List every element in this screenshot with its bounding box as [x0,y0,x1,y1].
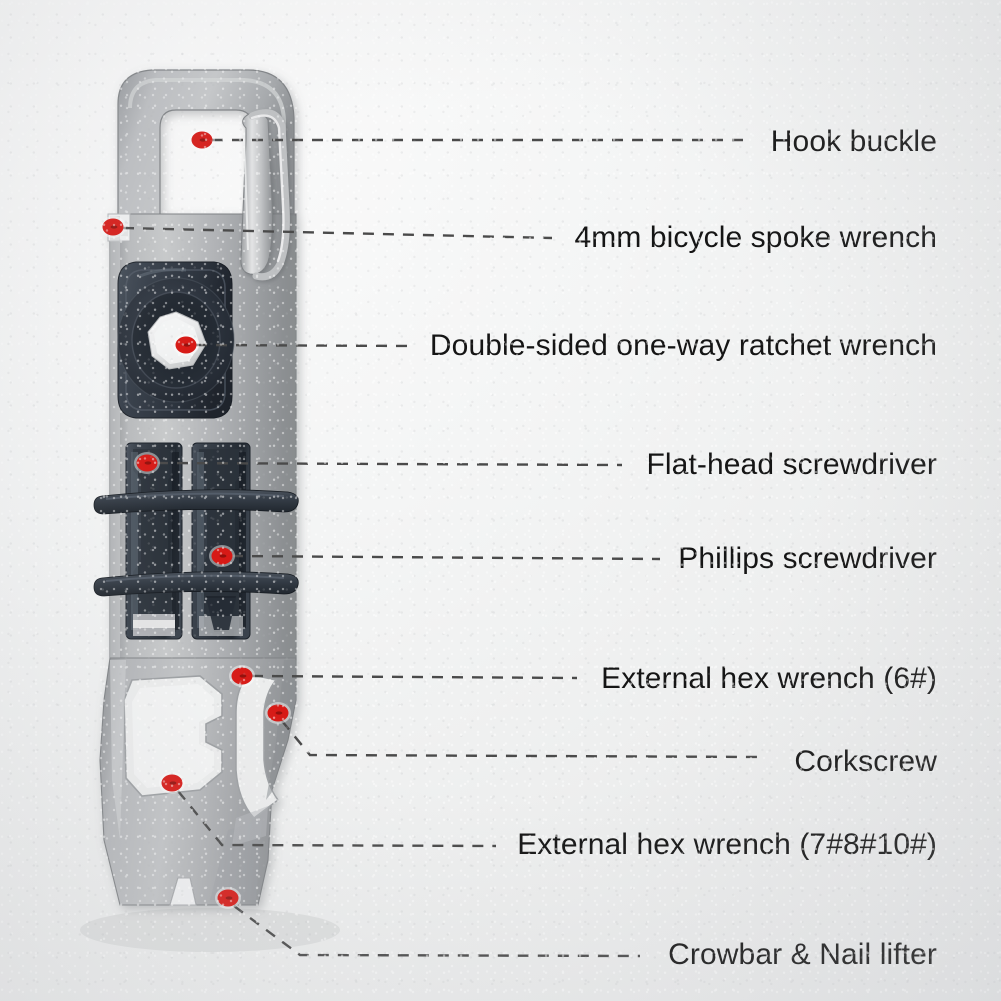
callout-label-flat-head-screwdriver: Flat-head screwdriver [646,448,937,481]
leader-line-crowbar-nail-lifter [233,905,641,958]
leader-line-external-hex-7-8-10 [177,790,497,848]
marker-pip-external-hex-7-8-10 [169,781,177,785]
ratchet-wrench-block [117,261,235,419]
leader-line-phillips-screwdriver [231,554,661,561]
callout-label-corkscrew: Corkscrew [794,745,937,778]
marker-pip-hook-buckle [199,138,207,142]
corkscrew-hook [235,673,280,820]
leader-line-external-hex-6 [251,674,578,680]
lower-rubber-band [93,571,299,597]
callout-label-external-hex-7-8-10: External hex wrench (7#8#10#) [517,828,937,861]
marker-pip-ratchet-wrench [183,343,191,347]
callout-label-external-hex-6: External hex wrench (6#) [601,662,937,695]
marker-pip-external-hex-6 [239,674,247,678]
callout-label-phillips-screwdriver: Phillips screwdriver [678,542,937,575]
callout-label-hook-buckle: Hook buckle [770,125,937,158]
leader-line-spoke-wrench [122,226,553,240]
leader-line-corkscrew [281,720,763,759]
marker-pip-corkscrew [275,711,283,715]
upper-rubber-band [93,489,299,515]
marker-pip-phillips-screwdriver [219,554,227,558]
marker-pip-spoke-wrench [110,225,118,229]
callout-label-crowbar-nail-lifter: Crowbar & Nail lifter [668,938,937,971]
marker-pip-flat-head-screwdriver [144,461,152,465]
leader-line-flat-head-screwdriver [156,461,623,467]
leader-line-ratchet-wrench [195,343,413,348]
callout-label-spoke-wrench: 4mm bicycle spoke wrench [574,221,937,254]
wire-gate [240,109,290,281]
nail-lifter-notch [169,877,197,906]
callout-label-ratchet-wrench: Double-sided one-way ratchet wrench [429,329,937,362]
marker-pip-crowbar-nail-lifter [225,896,233,900]
